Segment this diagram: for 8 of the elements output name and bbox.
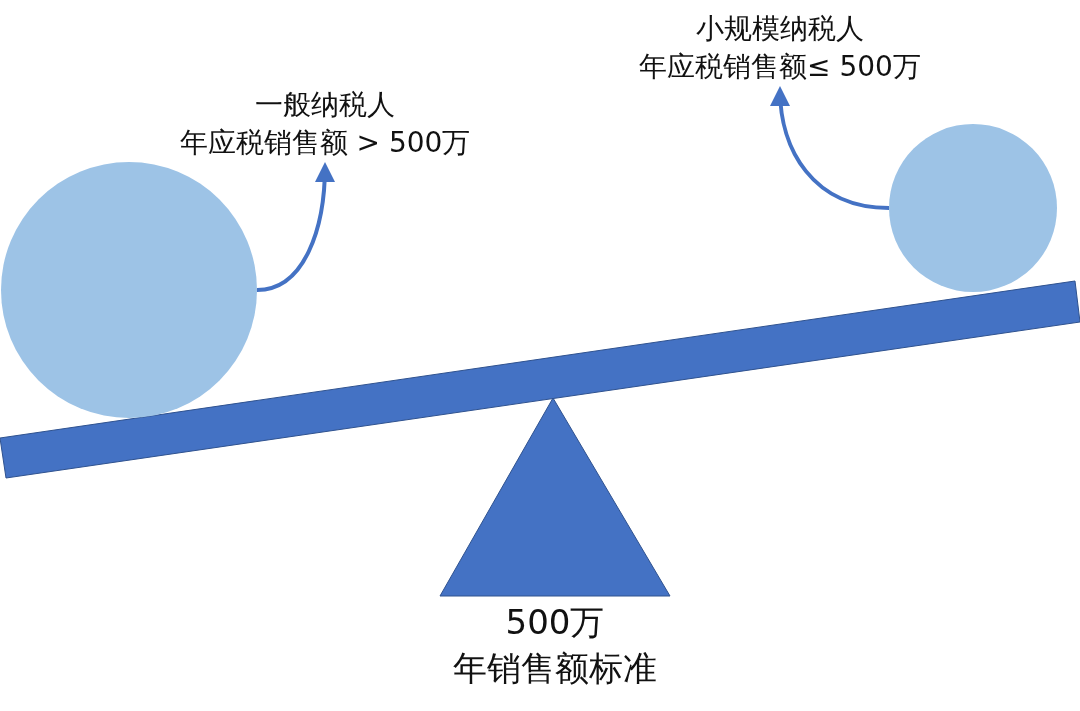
- taxpayer-type-text: 一般纳税人: [254, 87, 396, 123]
- taxpayer-type-text: 小规模纳税人: [695, 11, 865, 47]
- condition-text: 年应税销售额≤ 500万: [638, 49, 922, 85]
- curved-arrow: [770, 86, 890, 210]
- standard-label: 年销售额标准: [452, 647, 658, 690]
- curved-arrow: [256, 162, 335, 292]
- condition-text: 年应税销售额 > 500万: [178, 125, 472, 161]
- threshold-label: 500万: [504, 601, 606, 644]
